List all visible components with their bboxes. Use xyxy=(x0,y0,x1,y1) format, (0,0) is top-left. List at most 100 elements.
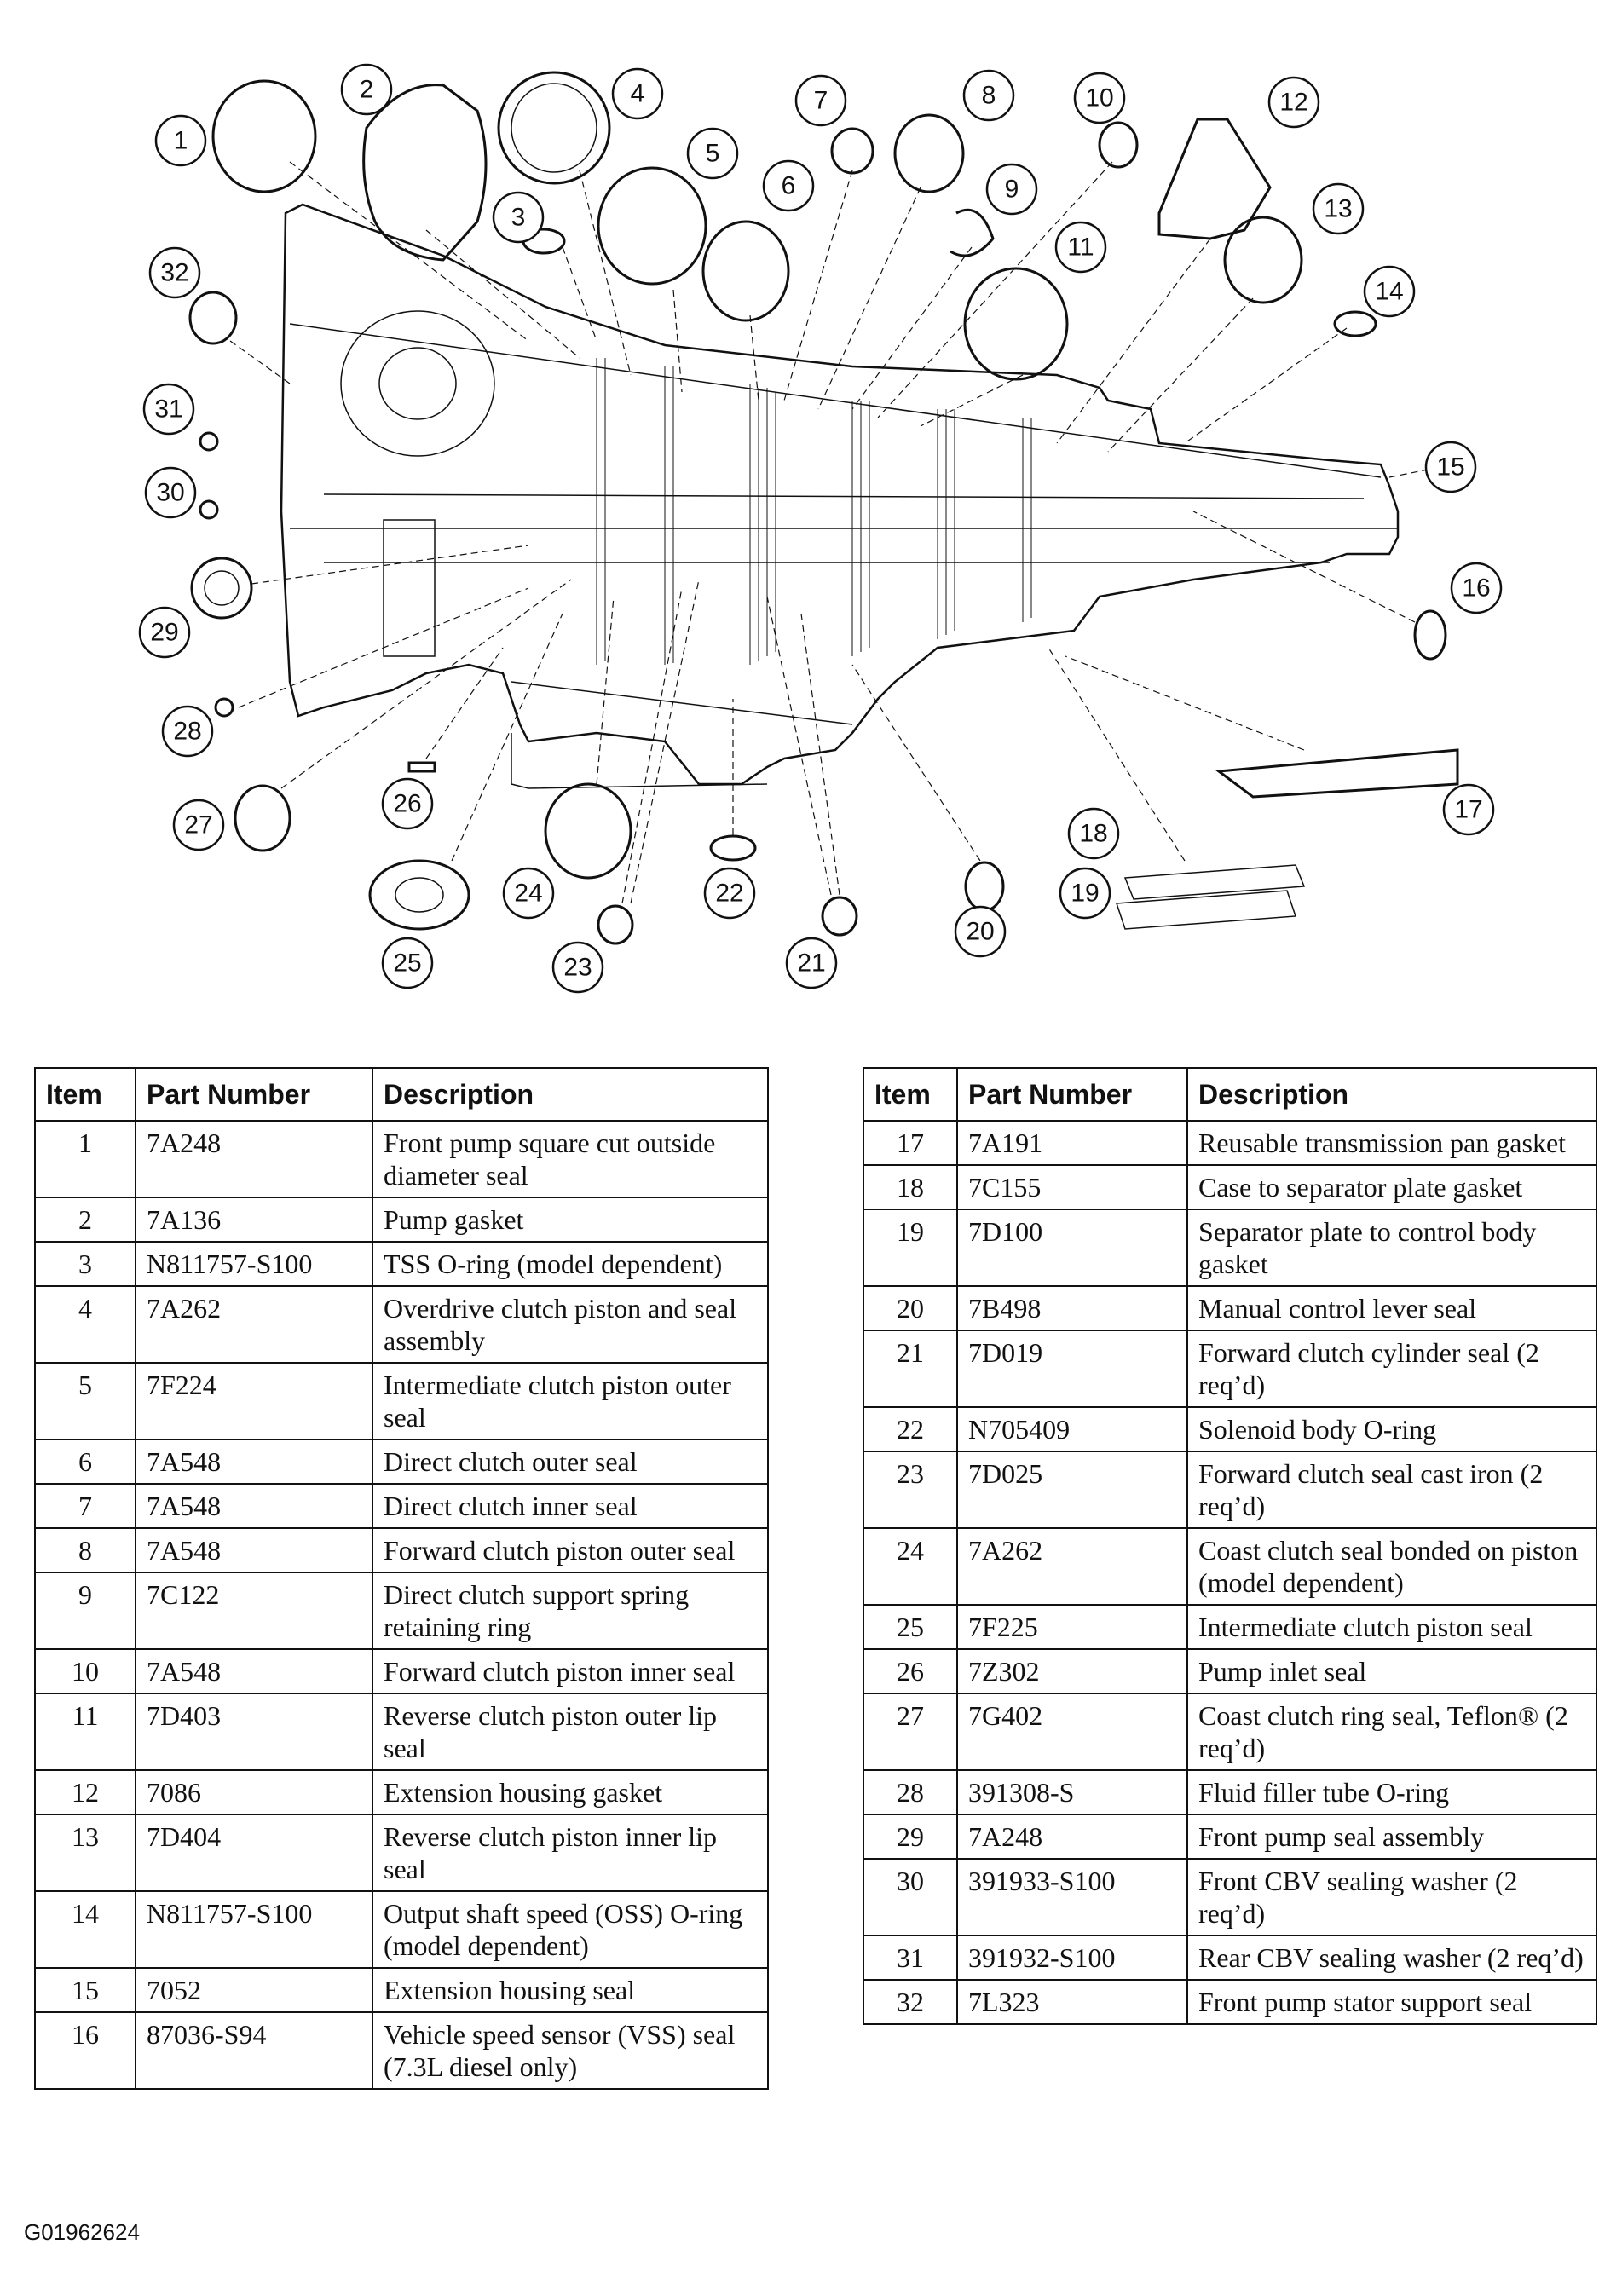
cell-item: 23 xyxy=(863,1451,958,1529)
callout-19: 19 xyxy=(1059,867,1111,920)
cell-item: 28 xyxy=(863,1769,958,1815)
cell-part-number: 7D025 xyxy=(956,1451,1188,1529)
callout-16: 16 xyxy=(1450,562,1503,614)
svg-text:31: 31 xyxy=(154,395,182,424)
cell-description: Manual control lever seal xyxy=(1186,1285,1597,1331)
cell-item: 13 xyxy=(34,1814,136,1892)
cell-part-number: 7086 xyxy=(135,1769,373,1815)
svg-text:21: 21 xyxy=(797,949,825,978)
cell-item: 14 xyxy=(34,1890,136,1969)
callout-30: 30 xyxy=(144,466,197,519)
header-description: Description xyxy=(1186,1067,1597,1122)
leader-lines xyxy=(229,161,1433,904)
cell-item: 8 xyxy=(34,1527,136,1573)
callout-32: 32 xyxy=(148,246,201,299)
callout-17: 17 xyxy=(1442,783,1495,836)
cell-description: Front pump stator support seal xyxy=(1186,1979,1597,2025)
cell-description: Coast clutch seal bonded on piston (mode… xyxy=(1186,1527,1597,1606)
svg-text:14: 14 xyxy=(1375,278,1403,306)
cell-item: 30 xyxy=(863,1858,958,1936)
cell-part-number: 7D403 xyxy=(135,1693,373,1771)
cell-item: 4 xyxy=(34,1285,136,1364)
cell-part-number: N705409 xyxy=(956,1406,1188,1452)
header-item: Item xyxy=(863,1067,958,1122)
callout-12: 12 xyxy=(1267,76,1320,129)
transmission-seal-diagram: 1 2 3 4 5 6 7 8 9 10 11 12 13 14 15 16 1… xyxy=(138,63,1503,994)
cell-part-number: 7B498 xyxy=(956,1285,1188,1331)
cell-item: 27 xyxy=(863,1693,958,1771)
header-description: Description xyxy=(372,1067,769,1122)
callout-29: 29 xyxy=(138,606,191,659)
cell-item: 11 xyxy=(34,1693,136,1771)
callout-14: 14 xyxy=(1363,265,1416,318)
cell-item: 24 xyxy=(863,1527,958,1606)
callout-8: 8 xyxy=(962,69,1015,122)
svg-text:3: 3 xyxy=(511,204,526,232)
cell-item: 17 xyxy=(863,1120,958,1166)
cell-part-number: 7052 xyxy=(135,1967,373,2013)
cell-description: Reverse clutch piston outer lip seal xyxy=(372,1693,769,1771)
svg-text:6: 6 xyxy=(782,172,796,200)
callouts: 1 2 3 4 5 6 7 8 9 10 11 12 13 14 15 16 1… xyxy=(138,63,1503,994)
svg-text:30: 30 xyxy=(156,479,184,507)
header-part-number: Part Number xyxy=(135,1067,373,1122)
cell-description: Intermediate clutch piston outer seal xyxy=(372,1362,769,1440)
cell-item: 18 xyxy=(863,1164,958,1210)
cell-description: Pump inlet seal xyxy=(1186,1648,1597,1694)
callout-23: 23 xyxy=(551,941,604,994)
cell-description: Solenoid body O-ring xyxy=(1186,1406,1597,1452)
cell-description: Extension housing seal xyxy=(372,1967,769,2013)
cell-part-number: 7D100 xyxy=(956,1209,1188,1287)
cell-part-number: 7F224 xyxy=(135,1362,373,1440)
cell-item: 20 xyxy=(863,1285,958,1331)
callout-5: 5 xyxy=(686,127,739,180)
cell-part-number: 7A262 xyxy=(956,1527,1188,1606)
cell-description: Output shaft speed (OSS) O-ring (model d… xyxy=(372,1890,769,1969)
cell-part-number: 7A548 xyxy=(135,1483,373,1529)
cell-part-number: 7D404 xyxy=(135,1814,373,1892)
cell-description: Intermediate clutch piston seal xyxy=(1186,1604,1597,1650)
svg-text:5: 5 xyxy=(706,140,720,168)
callout-26: 26 xyxy=(381,777,434,830)
cell-part-number: 7A248 xyxy=(135,1120,373,1198)
cell-item: 22 xyxy=(863,1406,958,1452)
cell-part-number: 7A548 xyxy=(135,1439,373,1485)
cell-item: 19 xyxy=(863,1209,958,1287)
callout-22: 22 xyxy=(703,867,756,920)
svg-text:8: 8 xyxy=(982,82,996,110)
cell-part-number: 7D019 xyxy=(956,1330,1188,1408)
cell-part-number: 391308-S xyxy=(956,1769,1188,1815)
cell-description: Separator plate to control body gasket xyxy=(1186,1209,1597,1287)
svg-text:22: 22 xyxy=(715,880,743,908)
cell-part-number: 7C122 xyxy=(135,1572,373,1650)
cell-description: Direct clutch outer seal xyxy=(372,1439,769,1485)
cell-part-number: 7A548 xyxy=(135,1648,373,1694)
svg-text:20: 20 xyxy=(966,918,994,946)
callout-9: 9 xyxy=(985,163,1038,216)
transmission-housing xyxy=(280,203,1400,789)
cell-description: Vehicle speed sensor (VSS) seal (7.3L di… xyxy=(372,2011,769,2090)
cell-part-number: 7G402 xyxy=(956,1693,1188,1771)
table-header-row: Item Part Number Description xyxy=(34,1067,769,1122)
header-part-number: Part Number xyxy=(956,1067,1188,1122)
cell-part-number: 7C155 xyxy=(956,1164,1188,1210)
cell-item: 6 xyxy=(34,1439,136,1485)
cell-item: 31 xyxy=(863,1935,958,1981)
